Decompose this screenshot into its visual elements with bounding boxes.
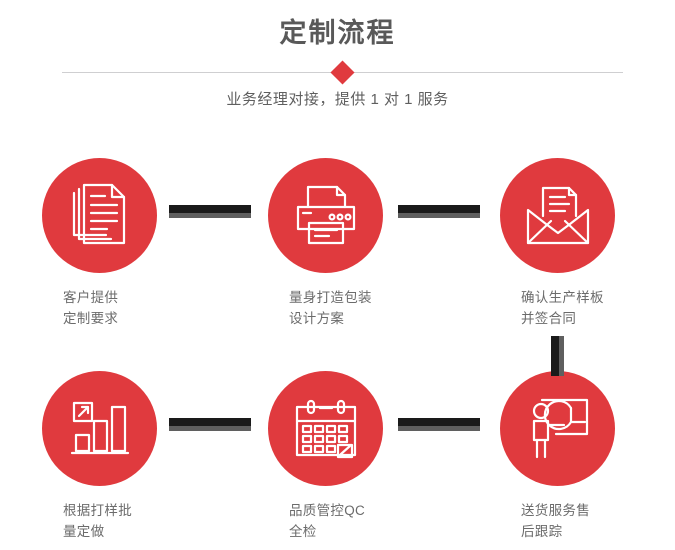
- page-subtitle: 业务经理对接，提供 1 对 1 服务: [226, 91, 449, 108]
- connector-2-to-3: [398, 205, 480, 218]
- flow-step-4[interactable]: 根据打样批 量定做: [42, 371, 157, 542]
- connector-shadow: [169, 426, 251, 431]
- connector-3-to-4: [551, 336, 564, 376]
- flow-step-2[interactable]: 量身打造包装 设计方案: [268, 158, 383, 329]
- step-2-circle: [268, 158, 383, 273]
- connector-bar: [398, 418, 480, 426]
- step-1-label: 客户提供 定制要求: [63, 290, 119, 326]
- calendar-check-icon: [295, 399, 356, 458]
- step-5-label: 品质管控QC 全检: [289, 503, 366, 539]
- page-title: 定制流程: [279, 18, 396, 48]
- step-3-label: 确认生产样板 并签合同: [521, 290, 604, 326]
- step-6-circle: [500, 371, 615, 486]
- connector-bar: [169, 418, 251, 426]
- step-2-label: 量身打造包装 设计方案: [289, 290, 372, 326]
- connector-5-to-6: [398, 418, 480, 431]
- connector-4-to-5: [169, 418, 251, 431]
- title-divider: [62, 59, 623, 85]
- connector-shadow: [398, 213, 480, 218]
- connector-bar: [398, 205, 480, 213]
- connector-shadow: [559, 336, 564, 376]
- step-6-label: 送货服务售 后跟踪: [521, 503, 590, 539]
- connector-shadow: [398, 426, 480, 431]
- step-1-circle: [42, 158, 157, 273]
- presenter-pie-chart-icon: [532, 398, 588, 458]
- envelope-document-icon: [526, 186, 589, 244]
- documents-stack-icon: [72, 183, 125, 244]
- connector-shadow: [169, 213, 251, 218]
- printer-icon: [296, 185, 355, 244]
- flow-step-3[interactable]: 确认生产样板 并签合同: [500, 158, 615, 329]
- flow-step-6[interactable]: 送货服务售 后跟踪: [500, 371, 615, 542]
- connector-1-to-2: [169, 205, 251, 218]
- step-4-label: 根据打样批 量定做: [63, 503, 132, 539]
- connector-bar: [551, 336, 559, 376]
- step-3-circle: [500, 158, 615, 273]
- step-4-circle: [42, 371, 157, 486]
- bar-chart-growth-icon: [70, 401, 129, 454]
- step-5-circle: [268, 371, 383, 486]
- flow-step-5[interactable]: 品质管控QC 全检: [268, 371, 383, 542]
- connector-bar: [169, 205, 251, 213]
- page-header: 定制流程 业务经理对接，提供 1 对 1 服务: [0, 0, 675, 130]
- flow-step-1[interactable]: 客户提供 定制要求: [42, 158, 157, 329]
